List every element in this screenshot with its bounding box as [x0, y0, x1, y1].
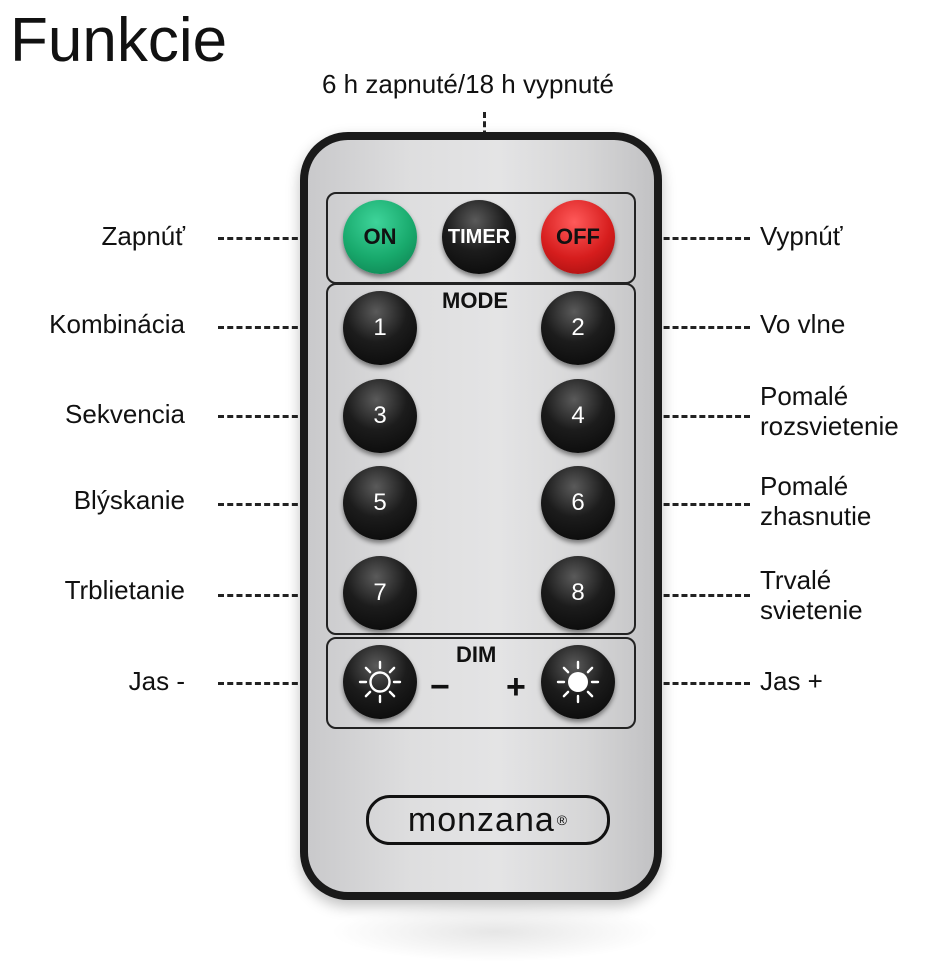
label-b8: Trvalé svietenie — [760, 565, 863, 626]
dim-down-button[interactable] — [343, 645, 417, 719]
page-title: Funkcie — [10, 6, 228, 75]
mode-button-3[interactable]: 3 — [343, 379, 417, 453]
label-b6: Pomalé zhasnutie — [760, 471, 872, 532]
mode-button-2[interactable]: 2 — [541, 291, 615, 365]
mode-button-5[interactable]: 5 — [343, 466, 417, 540]
label-b8-line2: svietenie — [760, 594, 863, 625]
leader-b1 — [218, 326, 344, 329]
remote-reflection — [330, 902, 660, 962]
label-dim-plus: Jas + — [760, 666, 823, 696]
dim-panel — [326, 637, 636, 729]
dim-up-button[interactable] — [541, 645, 615, 719]
label-b4-line2: rozsvietenie — [760, 410, 899, 441]
mode-button-6-label: 6 — [571, 489, 585, 516]
mode-button-6[interactable]: 6 — [541, 466, 615, 540]
mode-button-1[interactable]: 1 — [343, 291, 417, 365]
on-button[interactable]: ON — [343, 200, 417, 274]
label-off: Vypnúť — [760, 221, 843, 251]
mode-button-4[interactable]: 4 — [541, 379, 615, 453]
label-b6-line2: zhasnutie — [760, 500, 872, 531]
label-b4: Pomalé rozsvietenie — [760, 381, 899, 442]
mode-button-3-label: 3 — [373, 402, 387, 429]
brand-mark: ® — [556, 812, 569, 828]
timer-button-label: TIMER — [447, 225, 511, 248]
dim-caption: DIM — [456, 642, 497, 667]
label-b8-line1: Trvalé — [760, 565, 832, 595]
leader-b3 — [218, 415, 344, 418]
plus-sign: + — [506, 668, 526, 706]
label-b2: Vo vlne — [760, 309, 846, 339]
label-on: Zapnúť — [101, 221, 185, 251]
leader-b8 — [610, 594, 750, 597]
label-b1: Kombinácia — [49, 309, 185, 339]
label-b6-line1: Pomalé — [760, 471, 849, 501]
mode-button-7[interactable]: 7 — [343, 556, 417, 630]
mode-button-2-label: 2 — [571, 314, 585, 341]
off-button[interactable]: OFF — [541, 200, 615, 274]
leader-dim-plus — [610, 682, 750, 685]
minus-sign: − — [430, 668, 450, 706]
label-b5: Blýskanie — [73, 485, 185, 515]
remote-face: ON TIMER OFF MODE 1 2 3 4 5 6 7 8 — [308, 140, 654, 892]
mode-button-5-label: 5 — [373, 489, 387, 516]
timer-button[interactable]: TIMER — [442, 200, 516, 274]
mode-caption: MODE — [442, 288, 508, 313]
mode-panel — [326, 283, 636, 635]
leader-dim-minus — [218, 682, 344, 685]
mode-button-4-label: 4 — [571, 402, 585, 429]
label-b4-line1: Pomalé — [760, 381, 849, 411]
leader-b7 — [218, 594, 344, 597]
sun-outline-icon — [358, 660, 402, 704]
mode-button-1-label: 1 — [373, 314, 387, 341]
brand-name: monzana — [407, 800, 555, 839]
off-button-label: OFF — [556, 224, 600, 249]
label-dim-minus: Jas - — [128, 666, 185, 696]
leader-b4 — [610, 415, 750, 418]
remote-control: ON TIMER OFF MODE 1 2 3 4 5 6 7 8 — [300, 132, 662, 900]
leader-off — [610, 237, 750, 240]
leader-b6 — [610, 503, 750, 506]
mode-button-7-label: 7 — [373, 579, 387, 606]
timer-note: 6 h zapnuté/18 h vypnuté — [322, 69, 615, 99]
brand-logo: monzana® — [366, 795, 610, 845]
leader-b2 — [610, 326, 750, 329]
label-b3: Sekvencia — [65, 399, 185, 429]
leader-b5 — [218, 503, 344, 506]
mode-button-8[interactable]: 8 — [541, 556, 615, 630]
label-b7: Trblietanie — [64, 575, 185, 605]
sun-filled-icon — [556, 660, 600, 704]
leader-on — [218, 237, 344, 240]
on-button-label: ON — [363, 224, 397, 249]
mode-button-8-label: 8 — [571, 579, 585, 606]
